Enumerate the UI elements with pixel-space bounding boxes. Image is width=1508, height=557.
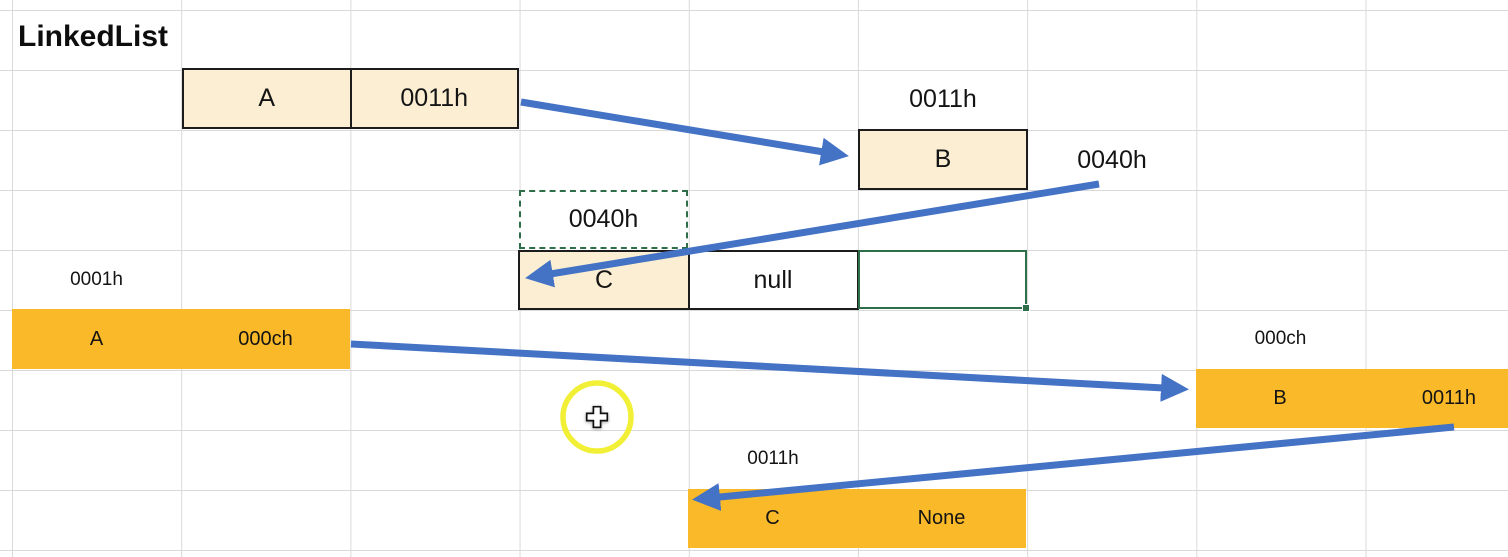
bottom-node-a-value-cell[interactable]: A — [89, 327, 104, 350]
top-node-b-box[interactable]: B — [858, 129, 1028, 190]
bottom-node-b-next-cell[interactable]: 0011h — [1421, 387, 1477, 409]
excel-plus-cursor-icon — [585, 405, 609, 429]
pointer-arrow-a-to-b[interactable] — [520, 98, 849, 166]
top-node-b-value-cell[interactable]: B — [934, 145, 952, 173]
top-node-a-next-cell[interactable]: 0011h — [349, 70, 518, 127]
bottom-node-a-next-cell[interactable]: 000ch — [238, 327, 293, 350]
bottom-node-c-address-label[interactable]: 0011h — [747, 448, 799, 469]
top-node-c-next-box[interactable]: null — [687, 250, 859, 310]
top-node-a-box[interactable]: A 0011h — [182, 68, 519, 129]
top-node-c-box[interactable]: C — [518, 250, 690, 310]
selected-cell[interactable] — [858, 250, 1030, 312]
top-node-b-address-label[interactable]: 0011h — [909, 84, 977, 113]
bottom-node-b-value-cell[interactable]: B — [1273, 387, 1287, 409]
bottom-node-c-next-cell[interactable]: None — [917, 507, 966, 529]
top-node-a-value-cell[interactable]: A — [258, 84, 276, 112]
fill-handle[interactable] — [1022, 304, 1030, 312]
top-node-c-value-cell[interactable]: C — [594, 265, 614, 294]
bottom-node-a-address-label[interactable]: 0001h — [70, 269, 123, 290]
bottom-node-c-value-cell[interactable]: C — [765, 507, 780, 529]
top-node-b-next-label[interactable]: 0040h — [1077, 145, 1147, 174]
cursor-highlight-circle — [560, 380, 634, 454]
pointer-address-dashed-box[interactable]: 0040h — [519, 190, 688, 249]
bottom-node-b-address-label[interactable]: 000ch — [1254, 328, 1307, 349]
bottom-node-b-box[interactable]: B 0011h — [1196, 369, 1508, 428]
pointer-arrow-gold-a-to-b[interactable] — [350, 340, 1189, 402]
bottom-node-a-box[interactable]: A 000ch — [12, 309, 350, 369]
bottom-node-c-box[interactable]: C None — [688, 489, 1026, 548]
page-title: LinkedList — [18, 20, 169, 53]
top-node-c-next-cell[interactable]: null — [753, 265, 793, 294]
